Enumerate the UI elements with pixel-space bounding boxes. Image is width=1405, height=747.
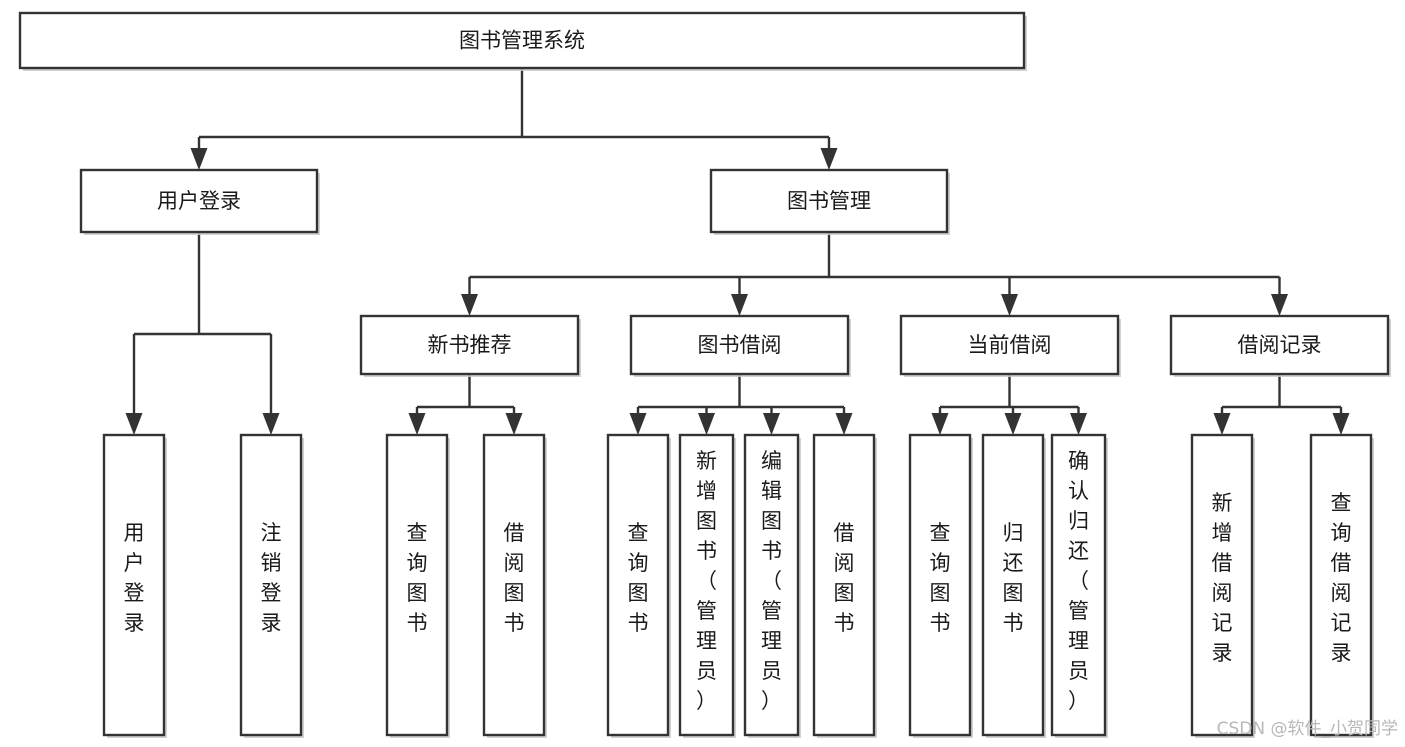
node-rect[interactable] — [678, 433, 735, 737]
connector-conn-record-bus — [1213, 374, 1350, 435]
node-leaf-confirm-return-admin[interactable]: 确认归还（管理员） — [1050, 433, 1108, 738]
arrow-head-icon — [731, 294, 748, 316]
node-book-management[interactable]: 图书管理 — [709, 168, 950, 235]
node-rect[interactable] — [239, 433, 303, 737]
node-rect[interactable] — [709, 168, 949, 234]
node-label: 归还图书 — [1003, 521, 1024, 635]
node-rect[interactable] — [1169, 314, 1390, 376]
arrow-head-icon — [820, 148, 838, 170]
arrow-head-icon — [408, 413, 426, 435]
node-root-system[interactable]: 图书管理系统 — [18, 11, 1027, 71]
arrow-head-icon — [1070, 413, 1087, 435]
node-label: 图书借阅 — [698, 333, 782, 357]
node-leaf-query-book-recommend[interactable]: 查询图书 — [385, 433, 450, 738]
node-current-borrow[interactable]: 当前借阅 — [899, 314, 1121, 377]
node-leaf-user-logout[interactable]: 注销登录 — [239, 433, 304, 738]
node-label: 新增借阅记录 — [1212, 491, 1233, 665]
node-rect[interactable] — [812, 433, 876, 737]
node-leaf-borrow-book-recommend[interactable]: 借阅图书 — [482, 433, 547, 738]
node-rect[interactable] — [102, 433, 166, 737]
connector-conn-current-bus — [931, 374, 1087, 435]
arrow-head-icon — [1004, 413, 1022, 435]
node-label: 用户登录 — [124, 521, 145, 635]
node-rect[interactable] — [899, 314, 1120, 376]
arrow-head-icon — [505, 413, 523, 435]
node-label: 注销登录 — [261, 521, 282, 635]
node-label: 借阅记录 — [1238, 333, 1322, 357]
arrow-head-icon — [629, 413, 647, 435]
node-rect[interactable] — [1190, 433, 1254, 737]
node-rect[interactable] — [482, 433, 546, 737]
node-leaf-query-book-borrow[interactable]: 查询图书 — [606, 433, 671, 738]
node-rect[interactable] — [908, 433, 972, 737]
node-rect[interactable] — [79, 168, 319, 234]
node-rect[interactable] — [18, 11, 1026, 70]
arrow-head-icon — [1332, 413, 1350, 435]
node-label: 新书推荐 — [428, 333, 512, 357]
node-leaf-query-borrow-record[interactable]: 查询借阅记录 — [1309, 433, 1374, 738]
connector-conn-borrow-bus — [629, 374, 853, 435]
node-layer: 图书管理系统用户登录图书管理新书推荐图书借阅当前借阅借阅记录用户登录注销登录查询… — [18, 11, 1391, 738]
node-leaf-add-borrow-record[interactable]: 新增借阅记录 — [1190, 433, 1255, 738]
node-label: 编辑图书（管理员） — [761, 449, 782, 713]
arrow-head-icon — [461, 294, 478, 316]
arrow-head-icon — [1001, 294, 1018, 316]
node-label: 图书管理系统 — [459, 29, 585, 53]
node-leaf-user-login[interactable]: 用户登录 — [102, 433, 167, 738]
node-leaf-add-book-admin[interactable]: 新增图书（管理员） — [678, 433, 736, 738]
node-leaf-edit-book-admin[interactable]: 编辑图书（管理员） — [743, 433, 801, 738]
node-label: 查询图书 — [628, 521, 649, 635]
arrow-head-icon — [698, 413, 715, 435]
arrow-head-icon — [1213, 413, 1231, 435]
connector-conn-root-bus — [190, 68, 838, 170]
node-label: 借阅图书 — [834, 521, 855, 635]
node-rect[interactable] — [743, 433, 800, 737]
arrow-head-icon — [262, 413, 280, 435]
node-leaf-return-book[interactable]: 归还图书 — [981, 433, 1046, 738]
node-leaf-query-book-current[interactable]: 查询图书 — [908, 433, 973, 738]
connector-conn-login-bus — [125, 232, 280, 435]
node-new-book-recommend[interactable]: 新书推荐 — [359, 314, 581, 377]
arrow-head-icon — [931, 413, 949, 435]
arrow-head-icon — [125, 413, 143, 435]
connector-conn-recommend-bus — [408, 374, 523, 435]
node-label: 图书管理 — [787, 189, 871, 213]
connector-layer — [125, 68, 1350, 435]
arrow-head-icon — [835, 413, 853, 435]
node-label: 用户登录 — [157, 189, 241, 213]
arrow-head-icon — [190, 148, 208, 170]
node-label: 新增图书（管理员） — [696, 449, 717, 713]
node-rect[interactable] — [629, 314, 850, 376]
node-rect[interactable] — [1309, 433, 1373, 737]
node-rect[interactable] — [981, 433, 1045, 737]
node-label: 当前借阅 — [968, 333, 1052, 357]
node-label: 借阅图书 — [504, 521, 525, 635]
node-rect[interactable] — [385, 433, 449, 737]
node-label: 查询图书 — [407, 521, 428, 635]
node-user-login[interactable]: 用户登录 — [79, 168, 320, 235]
node-rect[interactable] — [606, 433, 670, 737]
node-rect[interactable] — [1050, 433, 1107, 737]
node-label: 查询借阅记录 — [1331, 491, 1352, 665]
arrow-head-icon — [1271, 294, 1288, 316]
connector-conn-management-bus — [461, 232, 1288, 316]
node-label: 查询图书 — [930, 521, 951, 635]
csdn-watermark: CSDN @软件_小贺同学 — [1217, 719, 1398, 739]
arrow-head-icon — [763, 413, 780, 435]
node-book-borrow[interactable]: 图书借阅 — [629, 314, 851, 377]
node-rect[interactable] — [359, 314, 580, 376]
node-borrow-record[interactable]: 借阅记录 — [1169, 314, 1391, 377]
node-leaf-borrow-book[interactable]: 借阅图书 — [812, 433, 877, 738]
node-label: 确认归还（管理员） — [1068, 449, 1089, 713]
